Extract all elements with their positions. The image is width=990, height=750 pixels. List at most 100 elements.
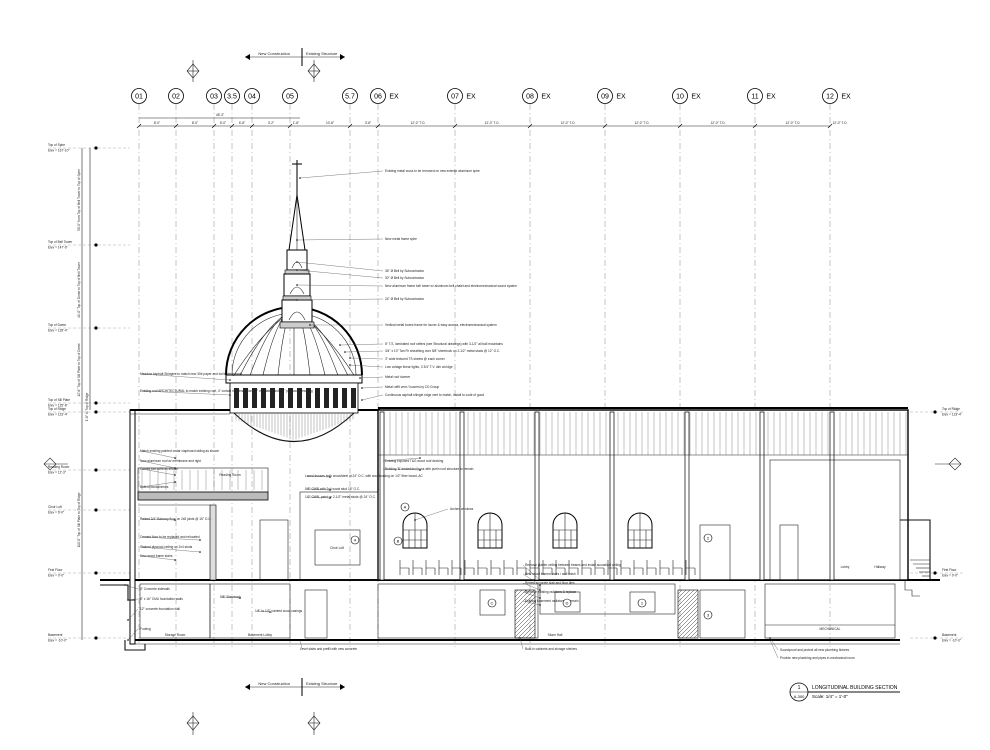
annotation-text: 8" x 16" CMU foundation walls — [140, 597, 183, 601]
dimension-label: 12'-0" T.O. — [561, 121, 576, 125]
lobby-label: Lobby — [841, 565, 850, 569]
annotation-text: Existing exposed T&G wood roof decking — [385, 459, 443, 463]
annotation-note: Raised 3/4" Balcony floor on 2x8 joists … — [140, 517, 212, 521]
annotation-note: Laced trusses both wood/steel at 24" O.C… — [305, 474, 423, 478]
annotation-text: Soundproof and protect all new plumbing … — [780, 648, 850, 652]
grid-label: 08 — [526, 93, 534, 100]
grid-ex-tag: EX — [691, 93, 701, 100]
annotation-note: 5/8" Sheetrock — [220, 595, 241, 599]
dimension-label: 12'-0" T.O. — [485, 121, 500, 125]
annotation-note: 1/4" to 1/2" painted wood casings — [255, 609, 303, 613]
detail-number: 1 — [798, 685, 801, 691]
annotation-text: 8" T.S. laminated roof rafters (see Stru… — [385, 342, 503, 346]
level-elevation: Elev = 0'-0" — [942, 574, 958, 578]
annotation-note: Vertical metal boxes frame for louver & … — [309, 323, 497, 327]
detail-mark: A — [400, 502, 410, 512]
annotation-note: 3/4" x 10" Tan Fir sheathing over 5/8" s… — [344, 349, 500, 353]
annotation-text: Existing metal cross to be removed on ne… — [385, 169, 480, 173]
annotation-text: 3/4" x 10" Tan Fir sheathing over 5/8" s… — [385, 349, 500, 353]
annotation-text: Arched windows — [450, 507, 474, 511]
annotation-note: 3" wide textured TS sheets @ each corner — [349, 357, 446, 361]
drawing-scale: Scale: 1/4" = 1'-0" — [812, 694, 848, 699]
annotation-note: Level slabs and prefill with new concret… — [299, 639, 357, 651]
level-name: Basement — [48, 633, 62, 637]
annotation-text: 1/4" to 1/2" painted wood casings — [255, 609, 303, 613]
annotation-notes: Existing metal cross to be removed on ne… — [124, 169, 855, 660]
level-elevation: Elev = 12'-3" — [48, 471, 66, 475]
annotation-text: Continuous asphalt shingle ridge vent to… — [385, 393, 484, 397]
detail-mark-label: D — [566, 600, 569, 605]
grid-bubble-01: 01 — [131, 88, 147, 104]
annotation-note: Footing — [127, 627, 151, 641]
grid-label: 10 — [676, 93, 684, 100]
annotation-text: 36" Ø Bell by Subcontractor — [385, 269, 425, 273]
new-construction-label-bottom: New Construction — [258, 681, 290, 686]
level-elevation: Elev = 147'-9" — [48, 246, 68, 250]
annotation-note: Curved bar-soffit as shown — [140, 467, 178, 476]
vertical-dimension-label: 50'-0" from Top of Bell Tower to Top of … — [77, 169, 81, 231]
new-construction-label-top: New Construction — [258, 51, 290, 56]
annotation-note: Arched windows — [414, 507, 474, 521]
dimension-label: 10'-8" — [326, 121, 334, 125]
annotation-note: Cement floor to be replaced and relocate… — [140, 535, 201, 541]
annotation-note: New wood frame stairs — [140, 554, 176, 561]
grid-ex-tag: EX — [466, 93, 476, 100]
dimension-label: 12'-0" T.O. — [833, 121, 848, 125]
choir-loft-room-label: Choir Loft — [330, 546, 344, 550]
grid-label: 02 — [172, 93, 180, 100]
reading-room-label: Reading Room — [219, 473, 241, 477]
arched-window — [552, 512, 578, 549]
annotation-text: Provide new plumbing and pipes in mechan… — [780, 656, 855, 660]
annotation-note: Continuous asphalt shingle ridge vent to… — [361, 393, 484, 401]
dimension-label: 1'-8" — [293, 121, 299, 125]
dimension-label: 6'-8" — [239, 121, 245, 125]
dimension-label: 12'-0" T.O. — [411, 121, 426, 125]
storage-room-label: Storage Room — [165, 633, 186, 637]
annotation-text: Cement floor to be replaced and relocate… — [140, 535, 200, 539]
detail-mark-label: 4 — [354, 537, 357, 542]
dimension-label: 12'-0" T.O. — [786, 121, 801, 125]
annotation-note: Building 'B' embedded truss with purlin … — [382, 467, 474, 471]
grid-ex-tag: EX — [766, 93, 776, 100]
annotation-text: Existing roof ARCHITECTURAL to match exi… — [140, 389, 313, 393]
vertical-dimension-label: 110'-0" Top of Sill Plate to Top of Ridg… — [77, 492, 81, 547]
annotation-note: New metal frame spire — [296, 237, 417, 241]
interior-left: Choir Loft Reading Room — [137, 467, 379, 581]
bell-tower-spire — [279, 160, 315, 329]
grid-bubble-02: 02 — [168, 88, 184, 104]
annotation-text: 4" Concrete sidewalk — [140, 587, 170, 591]
annotation-note: 24" Ø Bell by Subcontractor — [296, 297, 425, 301]
annotation-note: New aluminum frame bell tower w/ aluminu… — [296, 284, 517, 288]
grid-ex-tag: EX — [541, 93, 551, 100]
detail-mark-label: 2 — [707, 535, 710, 540]
annotation-note: Remove existing radiators & replace — [522, 590, 576, 599]
annotation-note: Existing exposed T&G wood roof decking — [382, 457, 443, 463]
annotation-note: Existing basement radiators to remain — [522, 599, 579, 606]
level-elevation: Elev = 135'-4" — [48, 329, 68, 333]
annotation-note: Match existing painted cedar clapboard s… — [140, 449, 219, 459]
annotation-text: Level slabs and prefill with new concret… — [300, 647, 357, 651]
level-elevation: Elev = 6'-0" — [48, 511, 64, 515]
existing-structure-label-top: Existing Structure — [306, 51, 338, 56]
dimension-label: 12'-0" T.O. — [635, 121, 650, 125]
annotation-text: Renew concrete slab and floor tiles — [525, 581, 575, 585]
annotation-text: Metal roffit vent / louvers by CD Group — [385, 385, 439, 389]
detail-mark: D — [562, 598, 572, 608]
annotation-note: 30" Ø Bell by Subcontractor — [296, 269, 425, 280]
level-elevation: Elev = 125'-6" — [48, 404, 68, 408]
detail-mark: 1 — [637, 598, 647, 608]
annotation-text: Remove plaster ceiling between beams and… — [525, 563, 621, 567]
detail-mark: C — [487, 598, 497, 608]
grid-label: 3.5 — [227, 93, 237, 100]
detail-mark-label: C — [491, 600, 494, 605]
annotation-text: 3" wide textured TS sheets @ each corner — [385, 357, 446, 361]
annotation-note: Built-in bookshelves — [140, 481, 176, 489]
